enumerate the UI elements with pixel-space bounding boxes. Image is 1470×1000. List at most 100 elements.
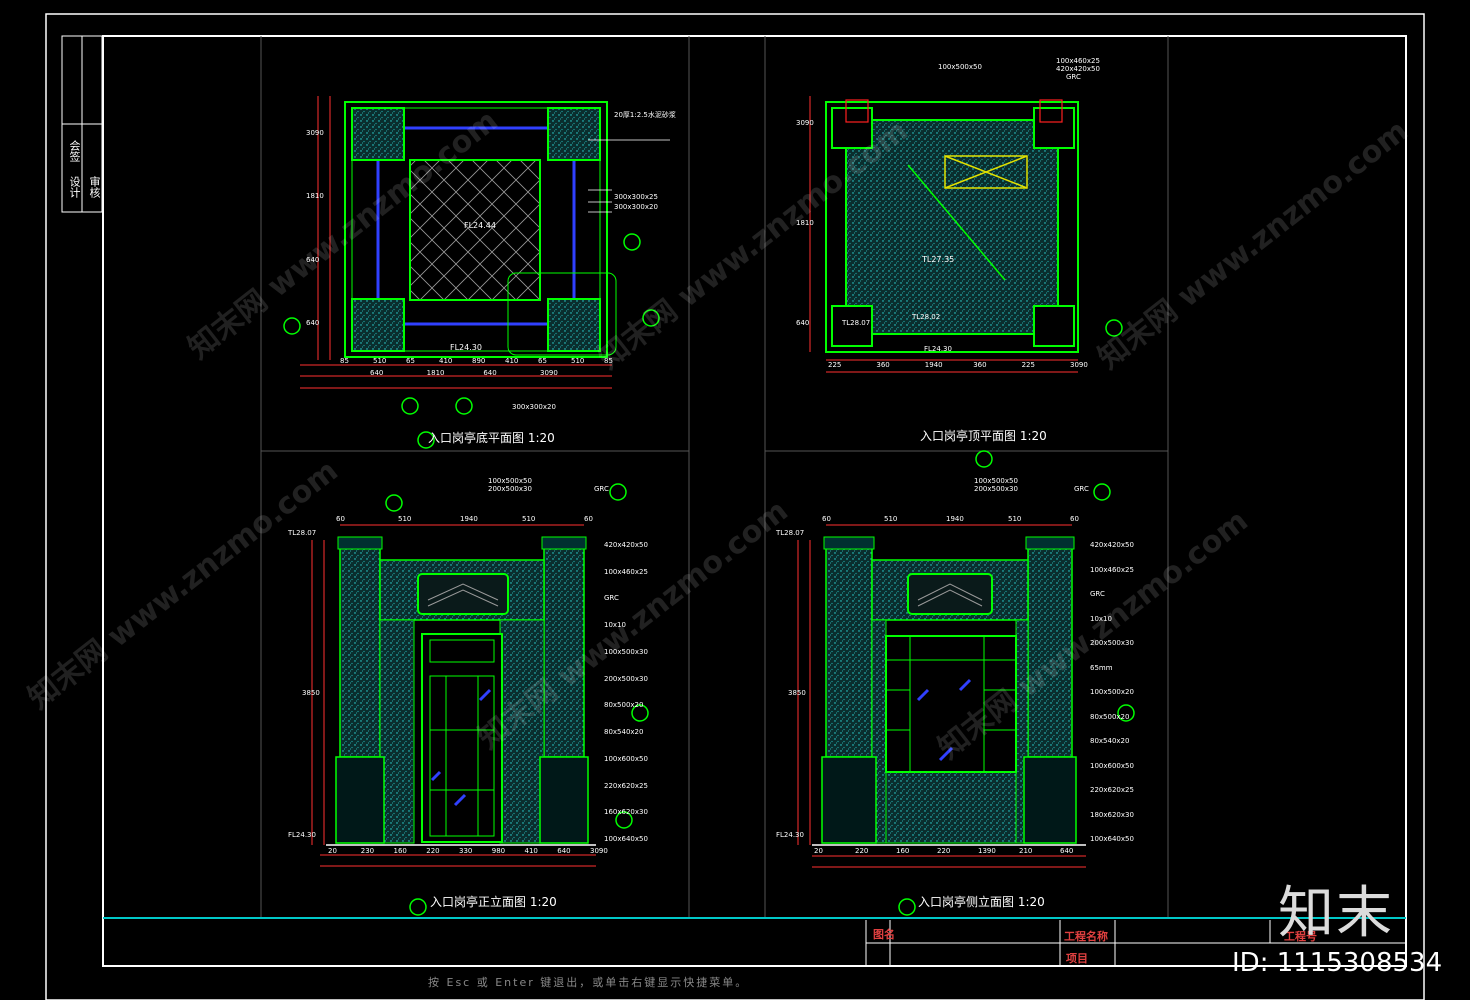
front-dim-top: 510 bbox=[522, 515, 536, 523]
side-dim-bottom: 160 bbox=[896, 847, 910, 855]
front-note-right: 100x640x50 bbox=[604, 835, 648, 843]
side-top-note-1: 100x500x50 bbox=[974, 477, 1018, 485]
side-top-note-2: 200x500x30 bbox=[974, 485, 1018, 493]
front-elevation-title: 入口岗亭正立面图 1:20 bbox=[430, 895, 557, 909]
side-note-right: GRC bbox=[1090, 590, 1105, 598]
front-dim-top: 510 bbox=[398, 515, 412, 523]
front-dim-left: 3850 bbox=[302, 689, 320, 697]
floor-note-4: 300x300x20 bbox=[512, 403, 556, 411]
ceiling-level-4: FL24.30 bbox=[924, 345, 952, 353]
front-note-right: 420x420x50 bbox=[604, 541, 648, 549]
ceiling-level-1: TL27.35 bbox=[922, 255, 955, 264]
ceiling-dim-bottom: 1940 bbox=[924, 361, 943, 369]
side-dim-bottom: 220 bbox=[937, 847, 951, 855]
title-block-project-name: 工程名称 bbox=[1064, 930, 1108, 943]
side-note-right: 420x420x50 bbox=[1090, 541, 1134, 549]
front-note-right: 100x500x30 bbox=[604, 647, 648, 656]
front-dim-bottom: 230 bbox=[360, 847, 375, 855]
side-dim-top: 510 bbox=[1008, 515, 1022, 523]
side-note-right: 200x500x30 bbox=[1090, 639, 1134, 647]
floor-dim-total: 3090 bbox=[540, 369, 558, 377]
side-elevation-drawing bbox=[797, 450, 1135, 916]
side-dim-bottom: 640 bbox=[1060, 847, 1074, 855]
title-block-job-no: 工程号 bbox=[1284, 930, 1317, 943]
front-note-right: 80x540x20 bbox=[604, 728, 644, 737]
front-dim-top: 1940 bbox=[460, 515, 478, 523]
side-strip-sign: 会签 bbox=[68, 140, 81, 162]
front-note-right: GRC bbox=[604, 594, 619, 603]
side-dim-top: 60 bbox=[822, 515, 831, 523]
side-level-bottom: FL24.30 bbox=[776, 831, 804, 839]
floor-dim-total: 640 bbox=[483, 369, 497, 377]
ceiling-dim-bottom: 360 bbox=[973, 361, 987, 369]
floor-dim-total: 1810 bbox=[426, 369, 445, 377]
front-elevation-drawing bbox=[311, 483, 649, 916]
floor-dim-bottom: 890 bbox=[472, 357, 486, 365]
ceiling-note-4: GRC bbox=[1066, 73, 1081, 81]
title-block-drawing-name: 图名 bbox=[873, 928, 895, 941]
front-note-right: 220x620x25 bbox=[604, 781, 648, 790]
brand-logo: 知末 bbox=[1278, 881, 1394, 946]
ceiling-level-2: TL28.07 bbox=[842, 319, 871, 327]
floor-dim-bottom: 410 bbox=[505, 357, 519, 365]
front-dim-bottom: 3090 bbox=[590, 847, 608, 855]
floor-plan-title: 入口岗亭底平面图 1:20 bbox=[428, 431, 555, 445]
front-dim-bottom: 330 bbox=[459, 847, 473, 855]
ceiling-dim-left: 3090 bbox=[796, 119, 814, 127]
front-level-bottom: FL24.30 bbox=[288, 831, 316, 839]
side-dim-bottom: 220 bbox=[855, 847, 869, 855]
floor-note-3: 300x300x20 bbox=[614, 203, 658, 211]
front-dim-bottom: 980 bbox=[491, 847, 506, 855]
front-top-note-1: 100x500x50 bbox=[488, 477, 532, 485]
side-elevation-title: 入口岗亭侧立面图 1:20 bbox=[918, 895, 1045, 909]
ceiling-plan-title: 入口岗亭顶平面图 1:20 bbox=[920, 429, 1047, 443]
side-dim-bottom: 20 bbox=[814, 847, 823, 855]
front-note-right: 80x500x20 bbox=[604, 701, 644, 710]
floor-dim-left: 640 bbox=[306, 255, 320, 264]
front-dim-top: 60 bbox=[336, 515, 345, 523]
floor-dim-bottom: 410 bbox=[439, 357, 453, 365]
side-strip-review: 审核 bbox=[88, 176, 101, 198]
side-note-right: 80x540x20 bbox=[1090, 737, 1130, 745]
title-block bbox=[103, 917, 1406, 966]
floor-dim-bottom: 65 bbox=[406, 357, 415, 365]
floor-dim-left: 3090 bbox=[306, 129, 324, 137]
front-dim-top: 60 bbox=[584, 515, 593, 523]
side-top-note-3: GRC bbox=[1074, 485, 1089, 493]
ceiling-note-3: 420x420x50 bbox=[1056, 65, 1100, 73]
side-note-right: 100x500x20 bbox=[1090, 688, 1134, 696]
front-note-right: 100x460x25 bbox=[604, 567, 648, 576]
front-dim-bottom: 640 bbox=[557, 847, 571, 855]
ceiling-note-1: 100x500x50 bbox=[938, 63, 982, 71]
title-block-project: 项目 bbox=[1066, 952, 1088, 965]
side-dim-bottom: 1390 bbox=[978, 847, 996, 855]
side-note-right: 220x620x25 bbox=[1090, 786, 1134, 794]
side-note-right: 65mm bbox=[1090, 663, 1113, 672]
floor-note-1: 20厚1:2.5水泥砂浆 bbox=[614, 111, 676, 119]
ceiling-dim-bottom: 225 bbox=[828, 361, 842, 369]
ceiling-dim-bottom: 225 bbox=[1021, 361, 1035, 369]
floor-dim-bottom: 85 bbox=[340, 357, 349, 365]
ceiling-dim-bottom: 3090 bbox=[1070, 361, 1088, 369]
ceiling-dim-left: 640 bbox=[796, 319, 810, 327]
front-level-top: TL28.07 bbox=[288, 529, 317, 537]
side-note-right: 100x460x25 bbox=[1090, 565, 1134, 574]
floor-dim-bottom: 85 bbox=[604, 357, 613, 365]
side-note-right: 10x10 bbox=[1090, 614, 1112, 623]
floor-dim-total: 640 bbox=[370, 369, 384, 377]
side-note-right: 100x600x50 bbox=[1090, 761, 1134, 770]
front-note-right: 10x10 bbox=[604, 621, 626, 630]
side-strip bbox=[61, 35, 103, 213]
front-top-note-2: 200x500x30 bbox=[488, 485, 532, 493]
floor-level-bottom: FL24.30 bbox=[450, 343, 482, 352]
front-dim-bottom: 20 bbox=[328, 847, 337, 855]
side-dim-left: 3850 bbox=[788, 689, 806, 697]
side-dim-top: 510 bbox=[884, 515, 898, 523]
side-note-right: 180x620x30 bbox=[1090, 810, 1134, 819]
front-dim-bottom: 160 bbox=[393, 847, 407, 855]
side-dim-top: 60 bbox=[1070, 515, 1079, 523]
ceiling-dim-bottom: 360 bbox=[876, 361, 890, 369]
side-dim-top: 1940 bbox=[946, 515, 964, 523]
floor-plan-drawing bbox=[283, 96, 670, 449]
